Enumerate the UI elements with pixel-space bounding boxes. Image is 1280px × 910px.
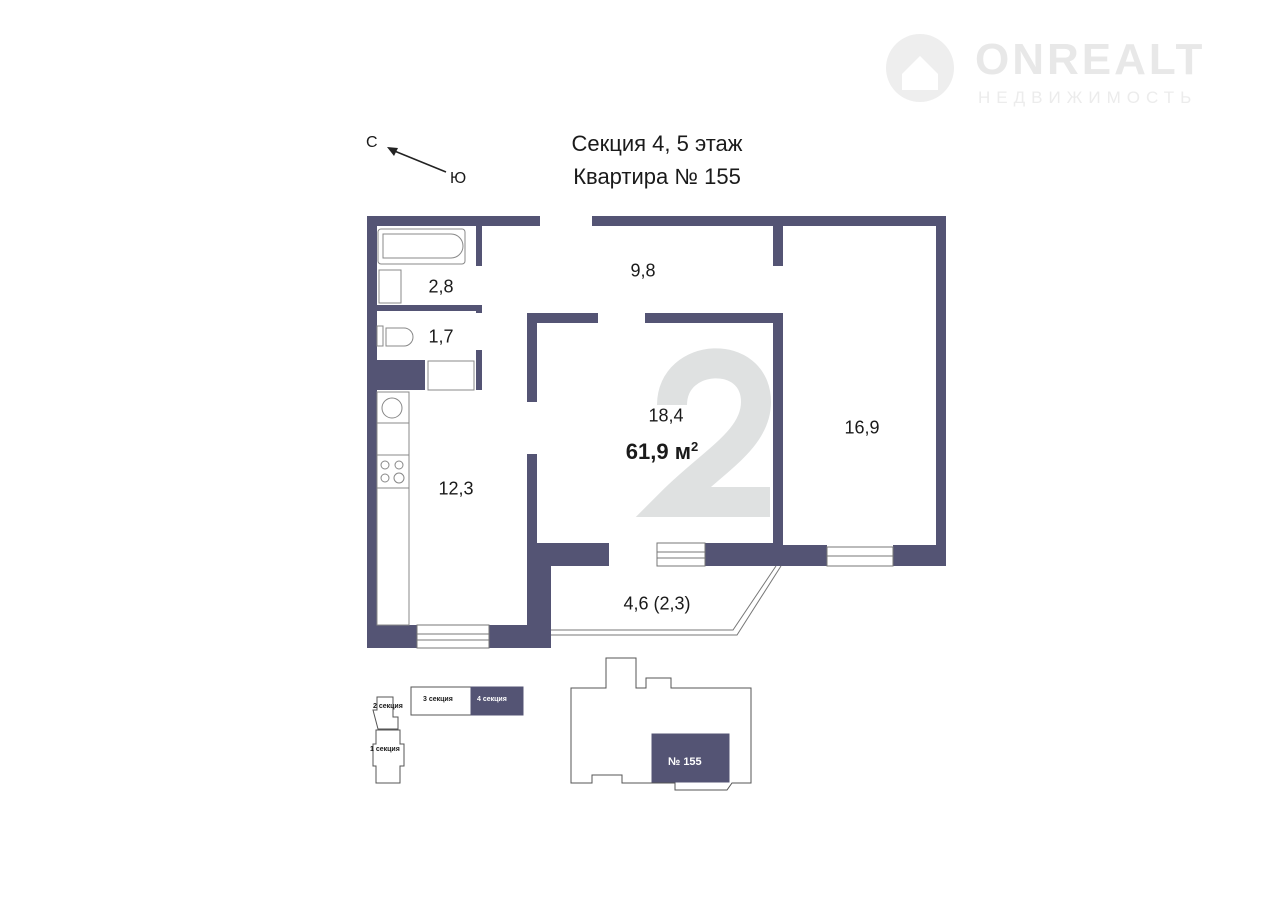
section-1-shape (372, 729, 405, 784)
windows (416, 542, 894, 649)
compass-arrow-icon (387, 147, 447, 173)
key-plan-section-2: 2 секция (373, 703, 403, 710)
logo-house-icon (886, 34, 954, 102)
toilet-icon (385, 327, 414, 347)
stove-icon (380, 460, 390, 470)
room-area-balcony: 4,6 (2,3) (623, 593, 691, 614)
room-area-bedroom: 16,9 (844, 417, 880, 438)
bathtub-inner-icon (382, 233, 464, 259)
room-area-hall: 9,8 (630, 260, 656, 281)
room-area-kitchen: 12,3 (438, 478, 474, 499)
room-area-bathroom: 2,8 (428, 276, 454, 297)
compass-south: Ю (450, 170, 467, 187)
total-area-unit-sup: 2 (690, 438, 699, 454)
walls (367, 216, 946, 648)
apartment-title: Квартира № 155 (573, 164, 741, 189)
kitchen-sink-icon (381, 397, 403, 419)
key-plan-section-1: 1 секция (370, 746, 400, 753)
section-2-shape (372, 696, 399, 730)
key-plan-apartment: № 155 (668, 756, 702, 768)
balcony-railing (551, 565, 782, 636)
washer-icon (427, 360, 475, 391)
fixtures (376, 228, 475, 626)
room-area-toilet: 1,7 (428, 326, 454, 347)
sink-icon (378, 269, 402, 304)
key-plan-section-3: 3 секция (423, 696, 453, 703)
key-plan-section-4: 4 секция (477, 696, 507, 703)
logo-tagline: НЕДВИЖИМОСТЬ (978, 88, 1198, 107)
room-area-living: 18,4 (648, 405, 684, 426)
total-area-value: 61,9 м (625, 439, 691, 465)
total-area: 61,9 м2 (626, 439, 698, 465)
kitchen-counter (376, 391, 410, 626)
section-4-shape (470, 686, 524, 716)
section-floor-title: Секция 4, 5 этаж (571, 131, 743, 156)
apartment-155-shape (651, 733, 730, 783)
compass-north: С (366, 134, 378, 151)
bathtub-icon (377, 228, 466, 265)
room-count-watermark (635, 348, 772, 517)
logo-name: ONREALT (975, 35, 1206, 84)
